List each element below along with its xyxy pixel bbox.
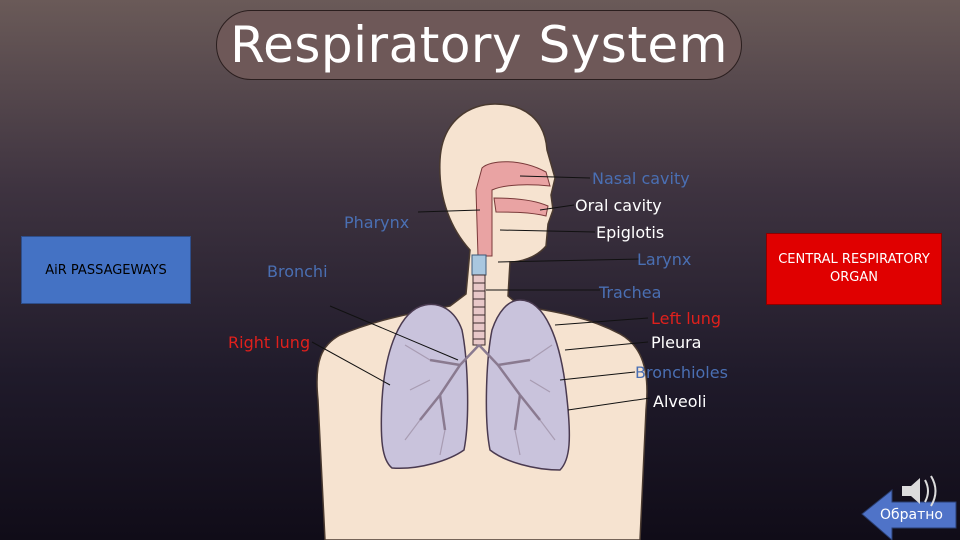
label-alveoli: Alveoli <box>653 392 707 411</box>
right-lung-shape <box>380 303 469 469</box>
label-larynx: Larynx <box>637 250 692 269</box>
bronchi-shape <box>419 344 541 431</box>
label-pharynx: Pharynx <box>344 213 410 232</box>
label-oral-cavity: Oral cavity <box>575 196 662 215</box>
label-right-lung: Right lung <box>228 333 311 352</box>
back-button-label[interactable]: Обратно <box>880 507 943 523</box>
label-trachea: Trachea <box>599 283 662 302</box>
label-nasal-cavity: Nasal cavity <box>592 169 690 188</box>
left-lung-shape <box>485 299 571 471</box>
label-pleura: Pleura <box>651 333 702 352</box>
central-respiratory-organ-box: CENTRAL RESPIRATORY ORGAN <box>766 233 942 305</box>
air-passageways-box: AiR PASSAGEWAYS <box>21 236 191 304</box>
trachea-shape <box>472 274 486 346</box>
label-bronchi: Bronchi <box>267 262 328 281</box>
page-title: Respiratory System <box>216 10 742 80</box>
bronchioles-shape <box>404 344 556 456</box>
label-bronchioles: Bronchioles <box>635 363 728 382</box>
nasal-cavity-shape <box>475 161 551 257</box>
leader-lines <box>311 175 651 411</box>
speaker-icon <box>902 475 937 507</box>
oral-cavity-shape <box>493 197 549 217</box>
label-left-lung: Left lung <box>651 309 722 328</box>
larynx-shape <box>471 254 487 276</box>
label-epiglotis: Epiglotis <box>596 223 665 242</box>
